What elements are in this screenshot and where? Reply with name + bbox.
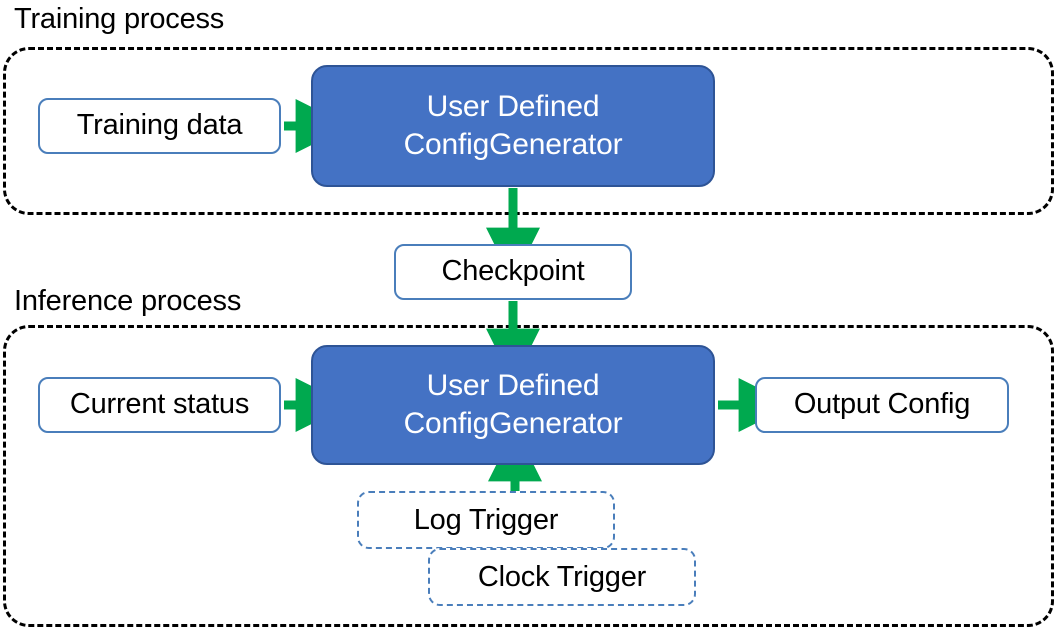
- training-process-container: [3, 47, 1054, 215]
- node-checkpoint-label: Checkpoint: [441, 255, 585, 288]
- node-current-status-label: Current status: [69, 388, 250, 421]
- node-output-config-label: Output Config: [793, 388, 971, 421]
- node-user-defined-configgenerator-training[interactable]: User Defined ConfigGenerator: [311, 65, 715, 187]
- inference-process-container: [3, 325, 1054, 627]
- node-log-trigger[interactable]: Log Trigger: [357, 491, 615, 549]
- node-clock-trigger-label: Clock Trigger: [477, 560, 647, 593]
- node-clock-trigger[interactable]: Clock Trigger: [428, 548, 696, 606]
- training-process-title: Training process: [14, 3, 225, 35]
- node-log-trigger-label: Log Trigger: [413, 503, 559, 536]
- node-training-data-label: Training data: [76, 109, 243, 142]
- proc-training-line2: ConfigGenerator: [403, 128, 623, 161]
- proc-training-line1: User Defined: [426, 89, 600, 123]
- node-training-data[interactable]: Training data: [38, 98, 281, 154]
- node-output-config[interactable]: Output Config: [755, 377, 1009, 433]
- proc-inference-line2: ConfigGenerator: [403, 407, 623, 440]
- node-current-status[interactable]: Current status: [38, 377, 281, 433]
- node-user-defined-configgenerator-inference[interactable]: User Defined ConfigGenerator: [311, 345, 715, 465]
- node-checkpoint[interactable]: Checkpoint: [394, 244, 632, 300]
- inference-process-title: Inference process: [14, 285, 242, 317]
- proc-inference-line1: User Defined: [426, 368, 600, 402]
